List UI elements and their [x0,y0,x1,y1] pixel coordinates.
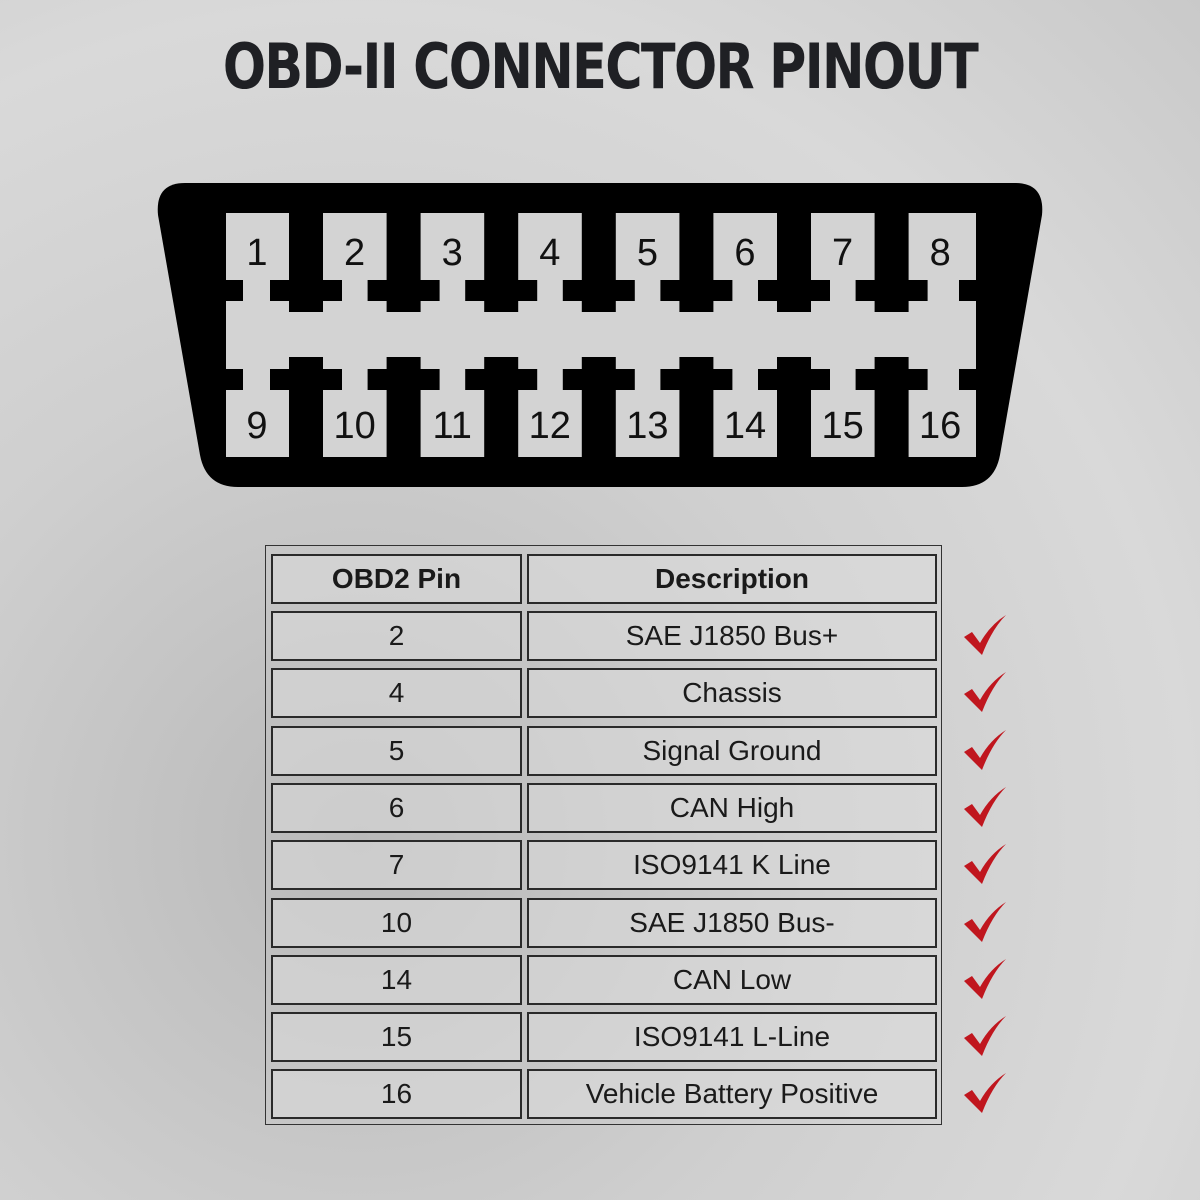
checkmark-icon [964,672,1006,713]
pin-number: 3 [442,232,463,274]
pin-tab [855,280,928,301]
pin-tab [226,280,243,301]
header-description: Description [527,554,937,604]
checkmark-icon [964,729,1006,770]
pin-number: 4 [539,232,560,274]
description-cell: Vehicle Battery Positive [527,1069,937,1120]
description-cell: Signal Ground [527,725,937,776]
pin-number: 11 [432,405,471,447]
description-cell: SAE J1850 Bus- [527,897,937,948]
pin-cell: 16 [271,1069,522,1120]
pin-cell: 6 [271,782,522,833]
pin-number: 16 [919,405,961,447]
pin-cell: 7 [271,840,522,891]
pin-number: 1 [246,232,267,274]
pin-number: 6 [734,232,755,274]
pin-number: 10 [333,405,375,447]
checkmark-icon [964,786,1006,827]
checkmark-icon [964,1073,1006,1114]
pin-number: 2 [344,232,365,274]
pin-tab [226,369,243,390]
pin-tab [660,280,733,301]
pin-tab [660,369,733,390]
pin-tab [758,280,830,301]
pin-cell: 5 [271,725,522,776]
pin-tab [367,369,440,390]
pin-cell: 15 [271,1012,522,1063]
pin-number: 5 [637,232,658,274]
pin-tab [465,280,538,301]
pin-tab [855,369,928,390]
pin-number: 14 [724,405,766,447]
description-cell: Chassis [527,668,937,719]
pin-tab [270,280,342,301]
checkmark-icon [964,615,1006,655]
pin-tab [959,280,976,301]
header-pin: OBD2 Pin [271,554,522,604]
pin-cell: 4 [271,668,522,719]
pin-tab [562,280,635,301]
description-cell: ISO9141 L-Line [527,1012,937,1063]
description-cell: ISO9141 K Line [527,840,937,891]
checkmark-icon [964,901,1006,942]
pin-tab [465,369,538,390]
pin-number: 9 [246,405,267,447]
pin-tab [270,369,342,390]
pin-cell: 2 [271,611,522,661]
pin-cell: 14 [271,954,522,1005]
description-cell: SAE J1850 Bus+ [527,611,937,661]
pin-tab [959,369,976,390]
checkmark-icon [964,1016,1006,1057]
pin-tab [758,369,830,390]
page-title: OBD-II CONNECTOR PINOUT [222,30,979,103]
pin-number: 12 [529,405,571,447]
description-cell: CAN Low [527,954,937,1005]
description-cell: CAN High [527,782,937,833]
pin-number: 7 [832,232,853,274]
pin-number: 8 [930,232,951,274]
pin-tab [367,280,440,301]
pin-tab [562,369,635,390]
pin-number: 13 [626,405,668,447]
pin-cell: 10 [271,897,522,948]
checkmark-icon [964,958,1006,999]
pin-number: 15 [821,405,863,447]
checkmark-icon [964,844,1006,885]
